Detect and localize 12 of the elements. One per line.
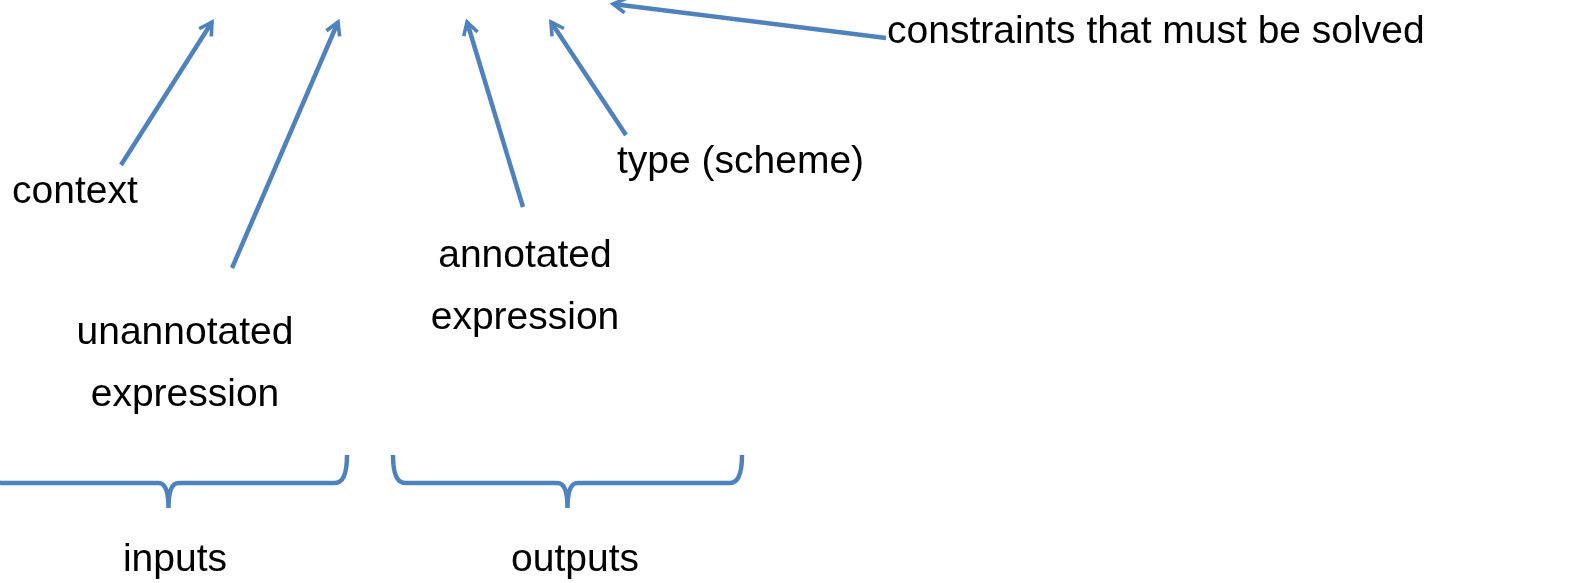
leader-line — [461, 20, 526, 208]
leader-line — [611, 0, 887, 41]
callout-text: context — [12, 166, 138, 214]
callout-text: annotated expression — [400, 223, 650, 347]
group-label: outputs — [510, 535, 640, 581]
group-label: inputs — [121, 535, 229, 581]
callout-text: unannotated expression — [30, 300, 340, 424]
callout-text: constraints that must be solved — [887, 6, 1425, 54]
leader-line — [229, 20, 342, 269]
leader-line — [119, 20, 214, 167]
callout-text: type (scheme) — [617, 136, 865, 184]
leader-line — [549, 20, 628, 137]
